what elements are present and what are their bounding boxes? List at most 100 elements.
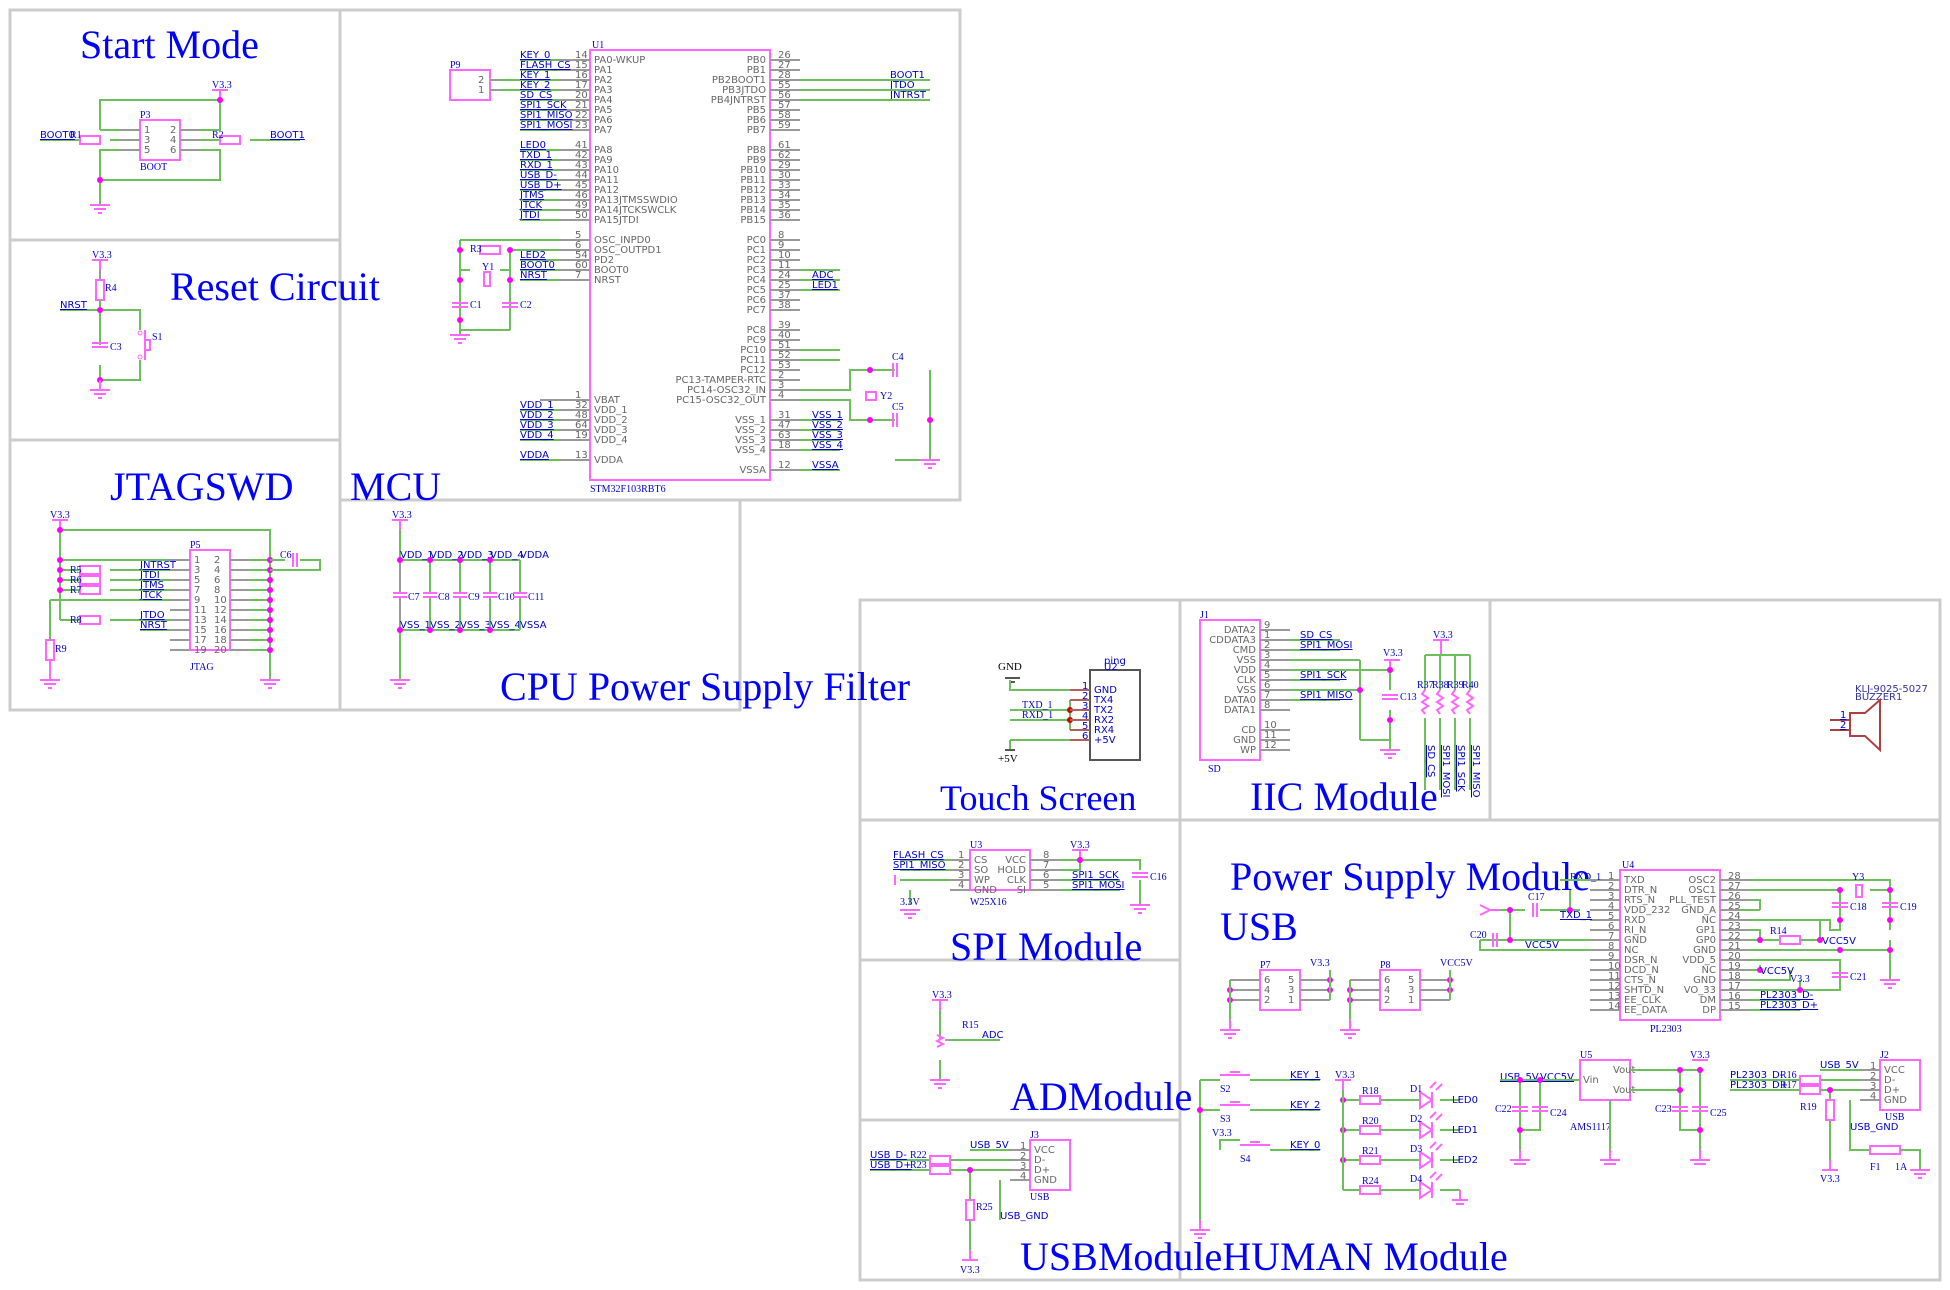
p3-pin: 4 bbox=[170, 135, 176, 146]
mcu-pin-name: PA15JTDI bbox=[594, 215, 639, 226]
sd-pin-name: VDD bbox=[1234, 665, 1257, 676]
led-net: LED1 bbox=[1452, 1125, 1478, 1136]
pl2303-dp-net: PL2303_D+ bbox=[1730, 1080, 1788, 1091]
mcu-pin-name: PA12 bbox=[594, 185, 619, 196]
mcu-net-label: VSS_2 bbox=[812, 420, 843, 431]
mcu-pin-name: VBAT bbox=[594, 395, 621, 406]
led-r-ref: R24 bbox=[1362, 1176, 1379, 1187]
buzzer-pin: 2 bbox=[1840, 720, 1846, 731]
mcu-pin-num: 5 bbox=[575, 230, 581, 241]
reset-circuit: V3.3 R4 NRST C3 S1 bbox=[60, 250, 163, 399]
mcu-pin-num: 36 bbox=[778, 210, 791, 221]
mcu-pin-name: PB5 bbox=[747, 105, 766, 116]
pullup-ref: R40 bbox=[1462, 680, 1479, 691]
c23-ref: C23 bbox=[1655, 1104, 1672, 1115]
p9-pin: 1 bbox=[478, 85, 484, 96]
c1-ref: C1 bbox=[470, 300, 482, 311]
mcu-pin-name: PC14-OSC32_IN bbox=[687, 385, 766, 396]
header-wire bbox=[1349, 970, 1451, 1020]
capacitor bbox=[423, 592, 437, 598]
mcu-net-label: JTMS bbox=[519, 190, 544, 201]
mcu-pin-num: 9 bbox=[778, 240, 784, 251]
mcu-net-label: KEY_2 bbox=[520, 80, 550, 91]
r2-ref: R2 bbox=[212, 130, 224, 141]
mcu-pin-num: 42 bbox=[575, 150, 588, 161]
mcu-pin-name: NRST bbox=[594, 275, 622, 286]
title-human-module: HUMAN Module bbox=[1222, 1234, 1508, 1279]
mcu-pin-num: 64 bbox=[575, 420, 588, 431]
jtag-pin-num: 20 bbox=[214, 645, 227, 656]
usb-dm-net: USB_D- bbox=[870, 1150, 907, 1161]
mcu-pin-num: 51 bbox=[778, 340, 791, 351]
pl-pin-name: EE_CLK bbox=[1624, 995, 1661, 1006]
buzzer-circuit: KLJ-9025-5027 BUZZER1 1 2 bbox=[1830, 684, 1928, 753]
key2-net: KEY_2 bbox=[1290, 1100, 1320, 1111]
mcu-pin-num: 21 bbox=[575, 100, 588, 111]
mcu-pin-name: PC4 bbox=[747, 275, 766, 286]
junction-dot bbox=[487, 627, 493, 633]
led-resistor bbox=[1359, 1125, 1381, 1135]
r16-ref: R16 bbox=[1780, 1070, 1797, 1081]
title-spi-module: SPI Module bbox=[950, 924, 1142, 969]
mcu-pin-num: 55 bbox=[778, 80, 791, 91]
mcu-pin-name: PB12 bbox=[740, 185, 766, 196]
vss-net: VSS_1 bbox=[400, 620, 431, 631]
pl-pin-name: PLL_TEST bbox=[1669, 895, 1717, 906]
pl-pin-num: 7 bbox=[1608, 931, 1614, 942]
touch-pin-name: TX2 bbox=[1093, 705, 1113, 716]
junction-dot bbox=[397, 627, 403, 633]
header-pin-num: 5 bbox=[1408, 975, 1414, 986]
spi-pin-num: 7 bbox=[1043, 860, 1049, 871]
spi-pin-num: 4 bbox=[958, 880, 964, 891]
jntrst-net: JNTRST bbox=[139, 560, 177, 571]
mcu-net-label: SPI1_SCK bbox=[520, 100, 567, 111]
v33-label: V3.3 bbox=[960, 1265, 980, 1276]
mcu-pin-num: 49 bbox=[575, 200, 588, 211]
pl-pin-num: 24 bbox=[1728, 911, 1741, 922]
mcu-pin-name: PA6 bbox=[594, 115, 613, 126]
mcu-pin-name: PA9 bbox=[594, 155, 613, 166]
r7-ref: R7 bbox=[70, 585, 82, 596]
u3-value: W25X16 bbox=[970, 897, 1007, 908]
pl-pin-name: OSC2 bbox=[1688, 875, 1716, 886]
mcu-net-label: VDD_3 bbox=[520, 420, 554, 431]
frame-power-human bbox=[1178, 818, 1942, 1282]
frame-buzzer bbox=[1488, 598, 1942, 822]
sd-pin-name: CD bbox=[1241, 725, 1256, 736]
u2-ref: U2 bbox=[1104, 662, 1118, 673]
mcu-pin-name: PC7 bbox=[747, 305, 766, 316]
mcu-pin-name: PB3JTDO bbox=[722, 85, 766, 96]
mcu-net-label: VSSA bbox=[812, 460, 839, 471]
jtdo-net: JTDO bbox=[139, 610, 165, 621]
r15-ref: R15 bbox=[962, 1020, 979, 1031]
mcu-net-label: FLASH_CS bbox=[520, 60, 571, 71]
pl-pin-name: TXD bbox=[1623, 875, 1645, 886]
usb5v-net: USB_5V bbox=[970, 1140, 1009, 1151]
mcu-pin-num: 8 bbox=[778, 230, 784, 241]
pl-pin-name: VDD_232 bbox=[1624, 905, 1670, 916]
title-usb-module-a: USBModule bbox=[1020, 1234, 1222, 1279]
mcu-pin-name: VSS_4 bbox=[735, 445, 766, 456]
p3-pin: 1 bbox=[144, 125, 150, 136]
spi-net: SPI1_MOSI bbox=[1072, 880, 1125, 891]
rxd1-net: RXD_1 bbox=[1022, 710, 1053, 721]
mcu-pin-num: 33 bbox=[778, 180, 791, 191]
mcu-pin-num: 34 bbox=[778, 190, 791, 201]
pl-pin-num: 1 bbox=[1608, 871, 1614, 882]
mcu-pin-num: 46 bbox=[575, 190, 588, 201]
mcu-pin-name: VSSA bbox=[739, 465, 766, 476]
header-pin-num: 4 bbox=[1264, 985, 1270, 996]
p9-connector bbox=[449, 69, 491, 101]
header-pin-num: 1 bbox=[1408, 995, 1414, 1006]
mcu-pin-name: PA11 bbox=[594, 175, 619, 186]
mcu-pin-name: PC10 bbox=[740, 345, 766, 356]
sd-pin-name: CLK bbox=[1237, 675, 1257, 686]
nrst-net: NRST bbox=[60, 300, 88, 311]
spi-net: SPI1_SCK bbox=[1072, 870, 1119, 881]
led-resistor bbox=[1359, 1155, 1381, 1165]
mcu-chip bbox=[589, 49, 771, 481]
